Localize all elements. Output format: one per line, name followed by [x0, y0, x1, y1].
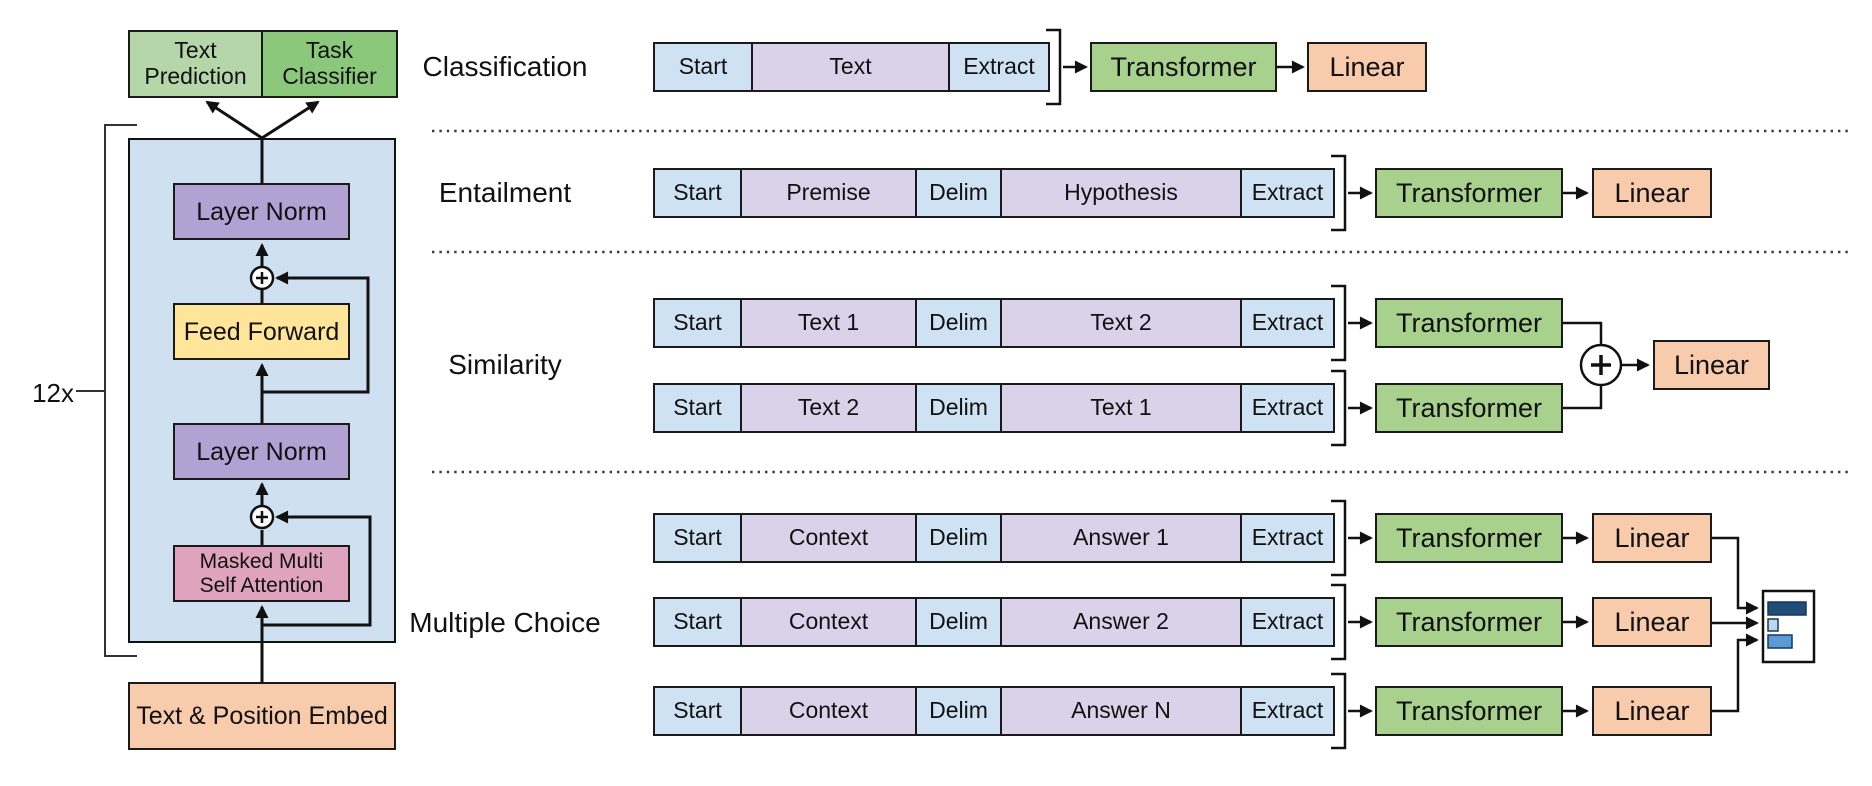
token-hypothesis: Hypothesis — [1000, 168, 1242, 218]
transformer-box: Transformer — [1375, 513, 1563, 563]
attention-residual-line — [262, 510, 372, 627]
token-start: Start — [653, 383, 742, 433]
linear-box: Linear — [1592, 686, 1712, 736]
token-delim: Delim — [915, 513, 1002, 563]
left-diagram-connectors — [205, 100, 372, 682]
token-extract: Extract — [1240, 597, 1335, 647]
token-answer2: Answer 2 — [1000, 597, 1242, 647]
plus-icon — [249, 504, 275, 530]
transformer-box: Transformer — [1375, 383, 1563, 433]
score-bar-1 — [1767, 601, 1807, 616]
layer-norm-box-bottom: Layer Norm — [173, 423, 350, 480]
token-text1: Text 1 — [1000, 383, 1242, 433]
token-answer1: Answer 1 — [1000, 513, 1242, 563]
linear-box: Linear — [1592, 597, 1712, 647]
arrow-to-task-classifier — [261, 100, 320, 140]
transformer-box: Transformer — [1090, 42, 1277, 92]
token-start: Start — [653, 597, 742, 647]
token-extract: Extract — [1240, 383, 1335, 433]
route-line — [1712, 633, 1759, 713]
transformer-box: Transformer — [1375, 597, 1563, 647]
token-start: Start — [653, 42, 753, 92]
entailment-connectors — [1331, 154, 1589, 232]
token-start: Start — [653, 513, 742, 563]
token-extract: Extract — [1240, 168, 1335, 218]
join-line — [1563, 321, 1603, 344]
token-extract: Extract — [948, 42, 1050, 92]
token-text: Text — [751, 42, 950, 92]
similarity-connectors — [1331, 284, 1650, 447]
task-label-entailment: Entailment — [438, 177, 572, 208]
12x-bracket — [76, 124, 137, 657]
multiple-choice-connectors — [1331, 499, 1759, 750]
token-extract: Extract — [1240, 686, 1335, 736]
token-delim: Delim — [915, 686, 1002, 736]
feedforward-residual-line — [262, 271, 370, 394]
bracket — [1046, 28, 1062, 106]
bracket — [1331, 499, 1347, 577]
task-label-multiple-choice: Multiple Choice — [409, 607, 601, 638]
classification-connectors — [1046, 28, 1305, 106]
score-bar-3 — [1767, 634, 1793, 649]
transformer-box: Transformer — [1375, 686, 1563, 736]
token-delim: Delim — [915, 597, 1002, 647]
token-extract: Extract — [1240, 298, 1335, 348]
token-start: Start — [653, 298, 742, 348]
feed-forward-box: Feed Forward — [173, 303, 350, 360]
plus-icon — [1579, 343, 1623, 387]
arrow-to-text-prediction — [205, 100, 263, 140]
masked-multi-self-attention-box: Masked Multi Self Attention — [173, 545, 350, 602]
token-start: Start — [653, 686, 742, 736]
token-text2: Text 2 — [740, 383, 917, 433]
token-delim: Delim — [915, 168, 1002, 218]
join-line — [1563, 386, 1603, 410]
token-text1: Text 1 — [740, 298, 917, 348]
task-label-similarity: Similarity — [448, 349, 562, 380]
text-prediction-box: Text Prediction — [128, 30, 263, 98]
bracket — [1331, 284, 1347, 362]
layer-norm-box-top: Layer Norm — [173, 183, 350, 240]
route-line — [1712, 536, 1759, 615]
linear-box: Linear — [1307, 42, 1427, 92]
repeat-12x-label: 12x — [32, 378, 74, 408]
token-start: Start — [653, 168, 742, 218]
linear-box: Linear — [1653, 340, 1770, 390]
token-delim: Delim — [915, 298, 1002, 348]
token-text2: Text 2 — [1000, 298, 1242, 348]
bracket — [1331, 583, 1347, 661]
task-classifier-box: Task Classifier — [261, 30, 398, 98]
linear-box: Linear — [1592, 168, 1712, 218]
token-context: Context — [740, 513, 917, 563]
bracket — [1331, 369, 1347, 447]
score-bar-2 — [1767, 618, 1779, 632]
token-premise: Premise — [740, 168, 917, 218]
task-label-classification: Classification — [422, 51, 588, 82]
token-context: Context — [740, 686, 917, 736]
plus-icon — [249, 265, 275, 291]
transformer-box: Transformer — [1375, 168, 1563, 218]
bracket — [1331, 672, 1347, 750]
token-context: Context — [740, 597, 917, 647]
token-answerN: Answer N — [1000, 686, 1242, 736]
linear-box: Linear — [1592, 513, 1712, 563]
answer-score-bar-chart — [1761, 589, 1816, 664]
token-delim: Delim — [915, 383, 1002, 433]
bracket — [1331, 154, 1347, 232]
token-extract: Extract — [1240, 513, 1335, 563]
transformer-box: Transformer — [1375, 298, 1563, 348]
text-position-embed-box: Text & Position Embed — [128, 682, 396, 750]
